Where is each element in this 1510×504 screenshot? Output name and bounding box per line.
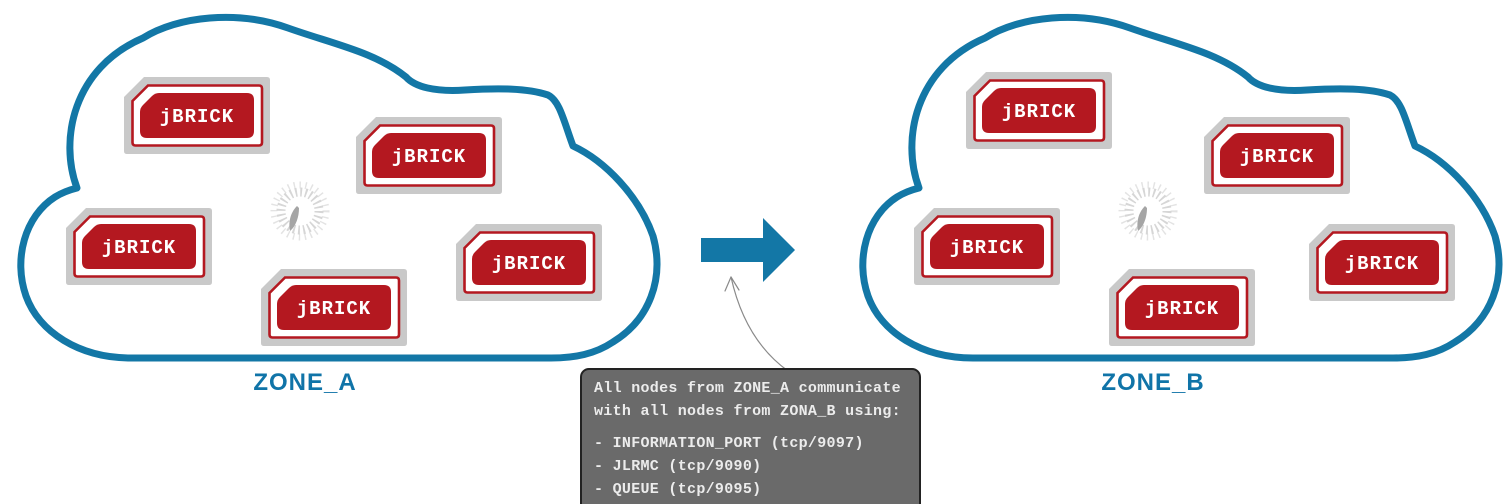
curved-pointer-arrow-icon (724, 276, 789, 372)
jbrick-node: jBRICK (914, 208, 1060, 285)
jbrick-node: jBRICK (261, 269, 407, 346)
jbrick-node: jBRICK (356, 117, 502, 194)
callout-line: All nodes from ZONE_A communicate (594, 380, 901, 397)
spinner-pointer (1137, 206, 1147, 231)
zone-b-label: ZONE_B (1101, 369, 1205, 396)
callout-line: - QUEUE (tcp/9095) (594, 481, 762, 498)
jbrick-label: jBRICK (1240, 146, 1314, 168)
jbrick-node: jBRICK (966, 72, 1112, 149)
zone-a-label: ZONE_A (253, 369, 357, 396)
callout-line (594, 423, 907, 432)
jbrick-label: jBRICK (392, 146, 466, 168)
jbrick-node: jBRICK (1109, 269, 1255, 346)
callout-line: with all nodes from ZONA_B using: (594, 403, 901, 420)
jbrick-label: jBRICK (1345, 253, 1419, 275)
jbrick-label: jBRICK (1002, 101, 1076, 123)
jbrick-node: jBRICK (66, 208, 212, 285)
jbrick-node: jBRICK (456, 224, 602, 301)
jbrick-label: jBRICK (160, 106, 234, 128)
jbrick-label: jBRICK (492, 253, 566, 275)
jbrick-node: jBRICK (1309, 224, 1455, 301)
callout-line: - INFORMATION_PORT (tcp/9097) (594, 435, 864, 452)
callout-line: - JLRMC (tcp/9090) (594, 458, 762, 475)
spinner-pointer (289, 206, 299, 231)
right-arrow-icon (701, 218, 795, 282)
jbrick-label: jBRICK (102, 237, 176, 259)
jbrick-node: jBRICK (124, 77, 270, 154)
loading-spinner-icon (1118, 181, 1178, 241)
jbrick-node: jBRICK (1204, 117, 1350, 194)
jbrick-label: jBRICK (1145, 298, 1219, 320)
callout-box: All nodes from ZONE_A communicate with a… (580, 368, 921, 504)
jbrick-label: jBRICK (297, 298, 371, 320)
loading-spinner-icon (270, 181, 330, 241)
jbrick-label: jBRICK (950, 237, 1024, 259)
